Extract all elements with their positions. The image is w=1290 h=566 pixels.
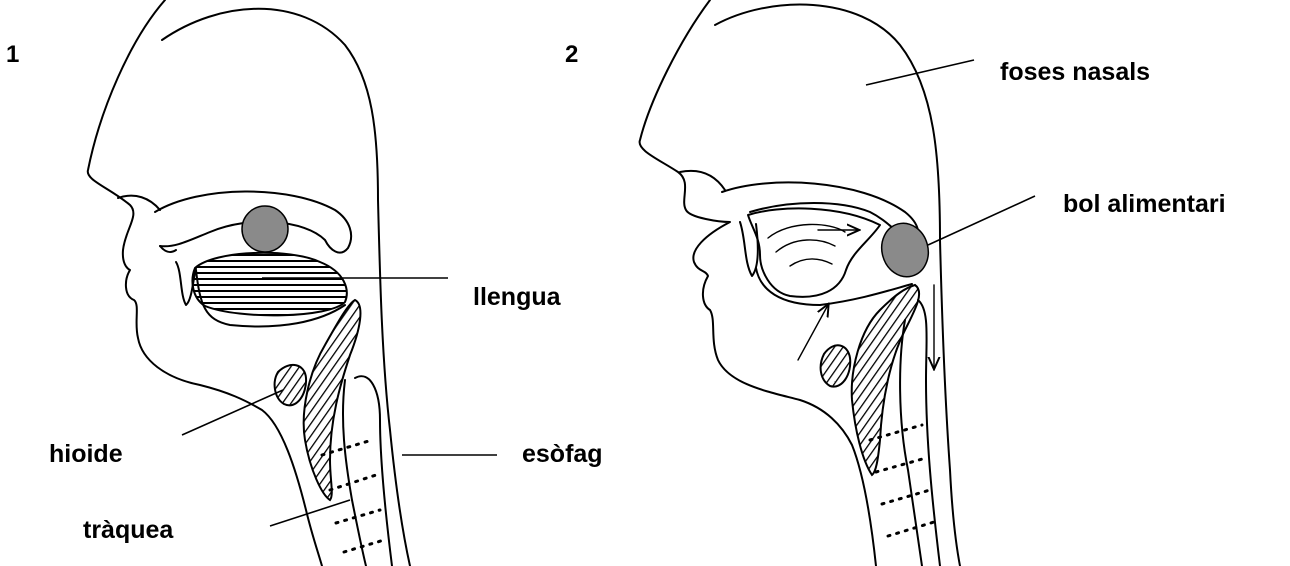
panel-1-number: 1 [6, 41, 19, 68]
food-bolus-2 [876, 218, 934, 282]
nostril-2 [680, 171, 725, 190]
trachea-ring-2c [882, 490, 930, 504]
nostril [118, 196, 160, 210]
esophagus-front-2 [900, 320, 922, 566]
arrow-larynx-up [798, 305, 828, 360]
label-foses-nasals: foses nasals [1000, 58, 1150, 86]
tongue-2 [748, 208, 880, 296]
leader-bol-alimentari [928, 196, 1035, 245]
food-bolus-1 [242, 206, 288, 252]
tongue-fold-b [776, 240, 835, 252]
label-llengua: llengua [473, 283, 562, 311]
tongue-fold-c [790, 259, 832, 266]
leader-hioide [182, 390, 283, 435]
trachea-ring-1b [330, 475, 376, 490]
label-hioide: hioide [49, 440, 123, 468]
label-bol-alimentari: bol alimentari [1063, 190, 1226, 218]
larynx-2 [852, 285, 919, 475]
larynx-1 [304, 300, 361, 500]
hyoid-2 [821, 345, 851, 386]
trachea-ring-2d [888, 522, 934, 536]
lower-teeth [176, 262, 196, 305]
trachea-ring-2b [876, 458, 926, 472]
panel-2-number: 2 [565, 41, 578, 68]
label-esofag: esòfag [522, 440, 603, 468]
trachea-ring-1d [344, 540, 384, 552]
hyoid-1 [275, 365, 306, 405]
panel-1: 1 llengua hioide trà [6, 0, 603, 566]
head-profile-outline-2 [640, 0, 876, 566]
tongue [192, 253, 346, 316]
panel-2: 2 foses [565, 0, 1226, 566]
trachea-ring-1c [336, 510, 380, 523]
tongue-fold-a [768, 224, 845, 238]
esophagus-front-1 [343, 380, 366, 566]
label-traquea: tràquea [83, 516, 174, 544]
